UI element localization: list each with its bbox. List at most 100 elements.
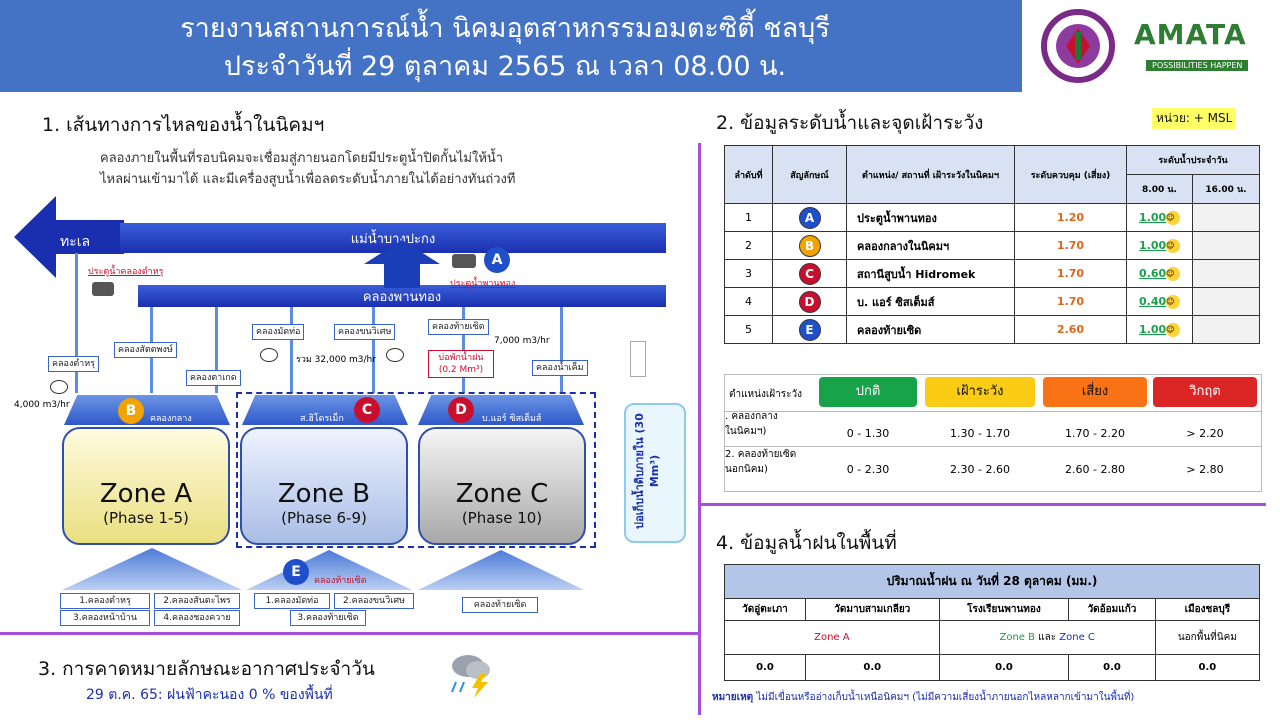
inflow-label: 1.คลองตำหรุ: [60, 593, 150, 609]
legend-header-location: ตำแหน่งเฝ้าระวัง: [729, 389, 802, 400]
inflow-label: 2.คลองสันตะไพร: [154, 593, 240, 609]
pipe-line: [75, 253, 78, 393]
header-control: ระดับควบคุม (เสี่ยง): [1014, 145, 1127, 204]
station-name: วัดอู่ตะเภา: [724, 598, 806, 621]
up-arrow-icon: [364, 240, 440, 288]
unit-badge: หน่วย: + MSL: [1152, 108, 1237, 129]
canal-klang-label: คลองกลาง: [150, 414, 192, 424]
sea-arrow-icon: [14, 196, 124, 278]
legend-r1-c4: > 2.20: [1186, 427, 1224, 440]
airsystem-label: บ.แอร์ ซิสเต็มส์: [482, 414, 542, 424]
zone-b: Zone B (Phase 6-9): [240, 427, 408, 545]
row-symbol: A: [772, 203, 847, 232]
station-name: วัดอ้อมแก้ว: [1068, 598, 1156, 621]
rain-note-text: ไม่มีเขื่อนหรืออ่างเก็บน้ำเหนือนิคมฯ (ไม…: [756, 692, 1135, 703]
row-value-8: 1.00☺: [1126, 203, 1193, 232]
marker-a: A: [484, 247, 510, 273]
row-location: ประตูน้ำพานทอง: [846, 203, 1015, 232]
legend-r1-c1: 0 - 1.30: [846, 427, 890, 440]
legend-row1-name: . คลองกลาง ในนิคมฯ): [725, 409, 778, 439]
row-value-16: [1192, 315, 1260, 344]
row-control: 2.60: [1014, 315, 1127, 344]
legend-row2-name: 2. คลองท้ายเซิด นอกนิคม): [725, 447, 796, 477]
inflow-label: 3.คลองหน้าบ้าน: [60, 610, 150, 626]
canal-label: คลองน้ำเค็ม: [532, 360, 588, 376]
header-location: ตำแหน่ง/ สถานที่ เฝ้าระวังในนิคมฯ: [846, 145, 1015, 204]
zone-bc-boundary: [236, 392, 596, 548]
row-no: 1: [724, 203, 773, 232]
zone-c-phase: (Phase 10): [461, 509, 543, 527]
row-symbol-marker: D: [798, 290, 821, 313]
row-location: คลองกลางในนิคมฯ: [846, 231, 1015, 260]
row-symbol-marker: E: [798, 318, 821, 341]
rain-value: 0.0: [1068, 654, 1156, 681]
row-symbol: C: [772, 259, 847, 288]
zone-c-name: Zone C: [455, 479, 549, 509]
station-name: โรงเรียนพานทอง: [938, 598, 1070, 621]
pump-icon: [260, 348, 278, 362]
header-daily: ระดับน้ำประจำวัน: [1126, 145, 1260, 175]
divider: [698, 143, 701, 715]
row-no: 5: [724, 315, 773, 344]
zone-b-outflow: [242, 395, 408, 425]
legend-r1-c3: 1.70 - 2.20: [1065, 427, 1125, 440]
row-symbol-marker: B: [798, 234, 821, 257]
zone-a-outflow: [64, 395, 230, 425]
row-symbol: D: [772, 287, 847, 316]
legend-r2-c4: > 2.80: [1186, 463, 1224, 476]
flow-label: รวม 32,000 m3/hr: [296, 355, 376, 365]
rain-zone-bc: Zone B และ Zone C: [938, 620, 1156, 655]
row-value-8: 0.40☺: [1126, 287, 1193, 316]
canal-panthong-bar: คลองพานทอง: [138, 285, 666, 307]
marker-d: D: [448, 397, 474, 423]
gate-icon: [452, 254, 476, 268]
zone-a-phase: (Phase 1-5): [103, 509, 189, 527]
inflow-c-arrow: [418, 550, 584, 590]
hidromek-label: ส.ฮิโดรเม็ก: [300, 414, 344, 424]
row-value-16: [1192, 287, 1260, 316]
legend-watch: เฝ้าระวัง: [925, 377, 1035, 407]
inflow-e-label: คลองท้ายเซิด: [314, 576, 367, 586]
legend-normal: ปกติ: [819, 377, 917, 407]
rain-note-label: หมายเหตุ: [712, 692, 754, 703]
row-value-8-text: 1.00: [1139, 322, 1167, 336]
rain-value: 0.0: [1154, 654, 1261, 681]
canal-label: คลองตำหรุ: [48, 356, 100, 372]
row-symbol: E: [772, 315, 847, 344]
report-title: รายงานสถานการณ์น้ำ นิคมอุตสาหกรรมอมตะซิต…: [180, 13, 830, 44]
smiley-icon: ☺: [1166, 210, 1181, 225]
pipe-line: [290, 307, 293, 393]
smiley-icon: ☺: [1166, 266, 1181, 281]
logo-area: AMATA POSSIBILITIES HAPPEN: [1022, 0, 1280, 92]
row-value-8: 0.60☺: [1126, 259, 1193, 288]
row-no: 4: [724, 287, 773, 316]
row-value-16: [1192, 203, 1260, 232]
thunderstorm-icon: [451, 655, 490, 698]
inflow-label: คลองท้ายเซิด: [462, 597, 538, 613]
zone-c: Zone C (Phase 10): [418, 427, 586, 545]
row-value-16: [1192, 259, 1260, 288]
section3-title: 3. การคาดหมายลักษณะอากาศประจำวัน: [38, 658, 375, 680]
canal-label: คลองท้ายเซิด: [428, 319, 489, 335]
ieat-logo-icon: [1041, 9, 1115, 83]
section1-desc-1: คลองภายในพื้นที่รอบนิคมจะเชื่อมสู่ภายนอก…: [100, 151, 504, 166]
legend-row1-name-line1: . คลองกลาง: [725, 411, 778, 422]
zone-c-outflow: [418, 395, 584, 425]
row-control: 1.20: [1014, 203, 1127, 232]
rain-zone-c: Zone C: [1059, 632, 1095, 643]
marker-b: B: [118, 398, 144, 424]
header-8: 8.00 น.: [1126, 174, 1193, 204]
inflow-label: 3.คลองท้ายเซิด: [290, 610, 366, 626]
legend-r1-c2: 1.30 - 1.70: [950, 427, 1010, 440]
row-value-8: 1.00☺: [1126, 231, 1193, 260]
pipe-line: [215, 307, 218, 393]
threshold-legend: ตำแหน่งเฝ้าระวัง ปกติ เฝ้าระวัง เสี่ยง ว…: [724, 374, 1262, 492]
station-name: วัดมาบสามเกลียว: [804, 598, 940, 621]
canal-label: คลองมัดท่อ: [252, 324, 305, 340]
marker-c: C: [354, 397, 380, 423]
row-no: 2: [724, 231, 773, 260]
legend-r2-c3: 2.60 - 2.80: [1065, 463, 1125, 476]
legend-r2-c1: 0 - 2.30: [846, 463, 890, 476]
row-symbol-marker: C: [798, 262, 821, 285]
section1-desc-2: ไหลผ่านเข้ามาได้ และมีเครื่องสูบน้ำเพื่อ…: [100, 172, 516, 187]
